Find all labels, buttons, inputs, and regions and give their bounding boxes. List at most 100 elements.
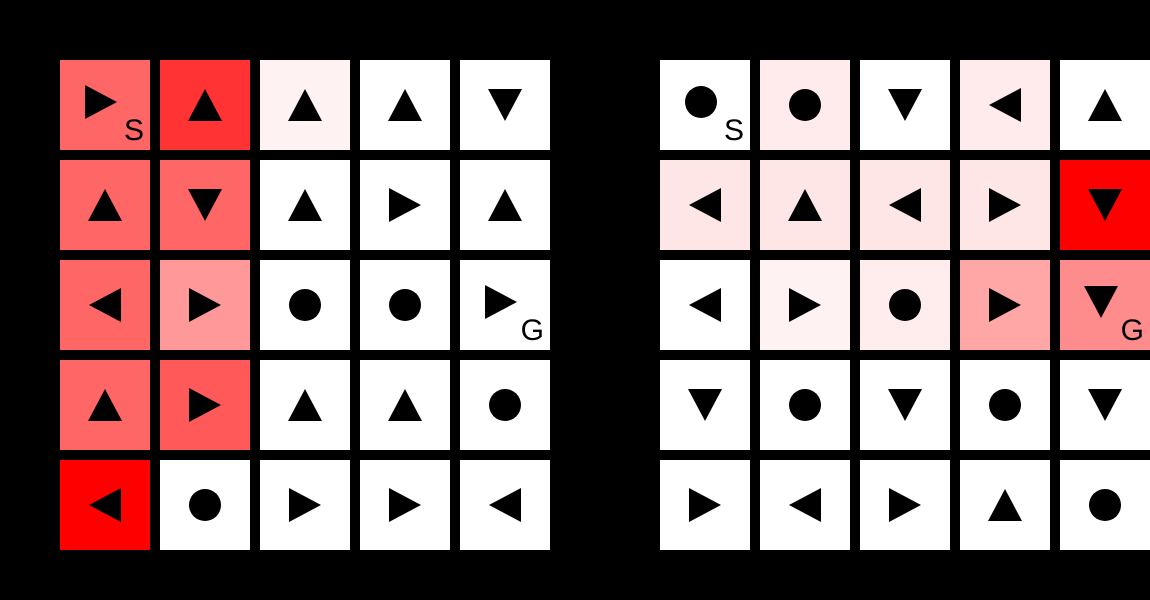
arrow-down-icon <box>1088 189 1122 221</box>
arrow-up-icon <box>288 189 322 221</box>
stay-dot-icon <box>789 389 821 421</box>
grid-cell <box>660 160 750 250</box>
grid-cell <box>160 60 250 150</box>
grid-cell <box>760 260 850 350</box>
arrow-up-icon <box>288 389 322 421</box>
start-label: S <box>123 114 144 147</box>
arrow-down-icon <box>488 89 522 121</box>
arrow-up-icon <box>288 89 322 121</box>
arrow-right-icon <box>889 488 921 522</box>
stay-dot-icon <box>389 289 421 321</box>
grid-cell <box>760 360 850 450</box>
grid-cell <box>1060 460 1150 550</box>
arrow-right-icon <box>689 488 721 522</box>
stay-dot-icon <box>289 289 321 321</box>
grid-cell <box>360 460 450 550</box>
goal-label: G <box>520 314 544 347</box>
stay-dot-icon <box>989 389 1021 421</box>
arrow-left-icon <box>89 288 121 322</box>
grid-cell <box>60 360 150 450</box>
grid-cell <box>60 460 150 550</box>
grid-cell: G <box>1060 260 1150 350</box>
arrow-right-icon <box>789 288 821 322</box>
arrow-up-icon <box>388 89 422 121</box>
arrow-up-icon <box>388 389 422 421</box>
grid-cell: G <box>460 260 550 350</box>
arrow-right-icon <box>989 288 1021 322</box>
arrow-down-icon <box>888 389 922 421</box>
grid-cell <box>460 60 550 150</box>
arrow-up-icon <box>1088 89 1122 121</box>
grid-cell <box>360 160 450 250</box>
grid-cell <box>760 160 850 250</box>
grid-cell <box>760 60 850 150</box>
arrow-left-icon <box>89 488 121 522</box>
grid-cell <box>260 460 350 550</box>
arrow-down-icon <box>188 189 222 221</box>
arrow-up-icon <box>88 189 122 221</box>
grid-cell <box>360 60 450 150</box>
arrow-right-icon <box>389 488 421 522</box>
start-label: S <box>723 114 744 147</box>
arrow-up-icon <box>88 389 122 421</box>
arrow-up-icon <box>788 189 822 221</box>
grid-cell <box>960 60 1050 150</box>
arrow-up-icon <box>188 89 222 121</box>
grid-cell <box>360 260 450 350</box>
grid-cell <box>1060 60 1150 150</box>
grid-cell <box>160 160 250 250</box>
grid-cell <box>860 60 950 150</box>
arrow-left-icon <box>989 88 1021 122</box>
grid-cell <box>960 260 1050 350</box>
grid-cell <box>160 360 250 450</box>
grid-cell <box>160 460 250 550</box>
arrow-left-icon <box>689 288 721 322</box>
grid-cell <box>960 460 1050 550</box>
grid-cell <box>160 260 250 350</box>
grid-cell <box>260 260 350 350</box>
grid-cell <box>460 460 550 550</box>
grid-cell <box>360 360 450 450</box>
arrow-right-icon <box>189 288 221 322</box>
grid-cell <box>860 360 950 450</box>
grid-cell <box>860 160 950 250</box>
arrow-right-icon <box>84 85 117 120</box>
arrow-right-icon <box>189 388 221 422</box>
arrow-right-icon <box>484 285 517 320</box>
grid-cell <box>260 360 350 450</box>
stay-dot-icon <box>189 489 221 521</box>
grid-cell <box>660 360 750 450</box>
grid-cell <box>760 460 850 550</box>
grid-cell <box>260 160 350 250</box>
grid-cell <box>60 160 150 250</box>
stay-dot-icon <box>789 89 821 121</box>
grid-cell: S <box>660 60 750 150</box>
grid-cell <box>660 460 750 550</box>
arrow-down-icon <box>888 89 922 121</box>
stay-dot-icon <box>1089 489 1121 521</box>
goal-label: G <box>1120 314 1144 347</box>
arrow-down-icon <box>688 389 722 421</box>
arrow-right-icon <box>389 188 421 222</box>
grid-cell <box>1060 360 1150 450</box>
grid-cell <box>960 360 1050 450</box>
arrow-down-icon <box>1088 389 1122 421</box>
stay-dot-icon <box>889 289 921 321</box>
arrow-left-icon <box>489 488 521 522</box>
arrow-left-icon <box>789 488 821 522</box>
grid-cell <box>660 260 750 350</box>
grid-cell <box>460 160 550 250</box>
grid-cell <box>960 160 1050 250</box>
arrow-right-icon <box>989 188 1021 222</box>
arrow-down-icon <box>1083 286 1118 319</box>
grid-cell <box>260 60 350 150</box>
grid-cell: S <box>60 60 150 150</box>
grid-cell <box>860 460 950 550</box>
arrow-up-icon <box>488 189 522 221</box>
grid-cell <box>460 360 550 450</box>
stay-dot-icon <box>489 389 521 421</box>
stay-dot-icon <box>684 86 717 119</box>
arrow-right-icon <box>289 488 321 522</box>
